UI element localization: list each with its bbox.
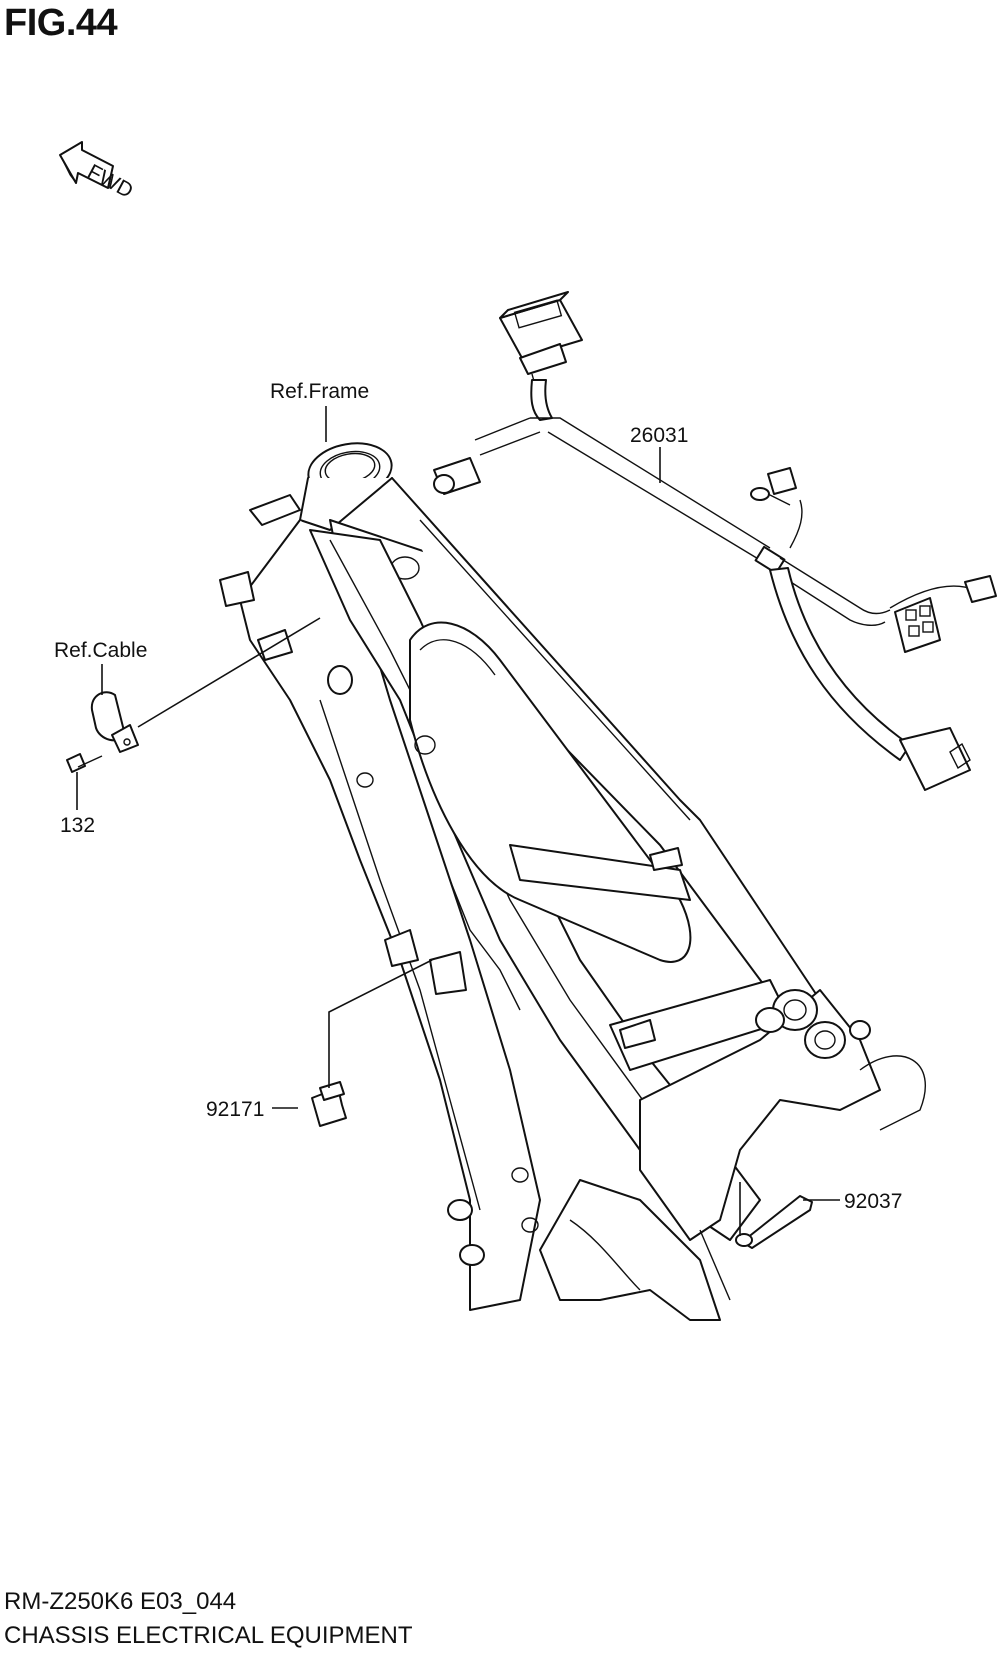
callout-26031: 26031: [630, 424, 688, 447]
section-title: CHASSIS ELECTRICAL EQUIPMENT: [4, 1622, 413, 1649]
wiring-harness-26031: [433, 291, 997, 791]
band-92037: [735, 1195, 813, 1249]
figure-title: FIG.44: [4, 2, 118, 44]
fwd-arrow-icon: FWD: [59, 141, 137, 203]
bolt-132: [66, 753, 103, 773]
clamp-92171: [311, 1081, 347, 1127]
callout-132: 132: [60, 814, 95, 837]
model-code: RM-Z250K6 E03_044: [4, 1588, 237, 1615]
callout-92037: 92037: [844, 1190, 902, 1213]
callout-ref-cable: Ref.Cable: [54, 639, 147, 662]
callout-92171: 92171: [206, 1098, 264, 1121]
cable-guide-ref: [90, 691, 139, 753]
callout-ref-frame: Ref.Frame: [270, 380, 369, 403]
leader-lines: [76, 406, 840, 1236]
frame-drawing: [219, 442, 926, 1321]
